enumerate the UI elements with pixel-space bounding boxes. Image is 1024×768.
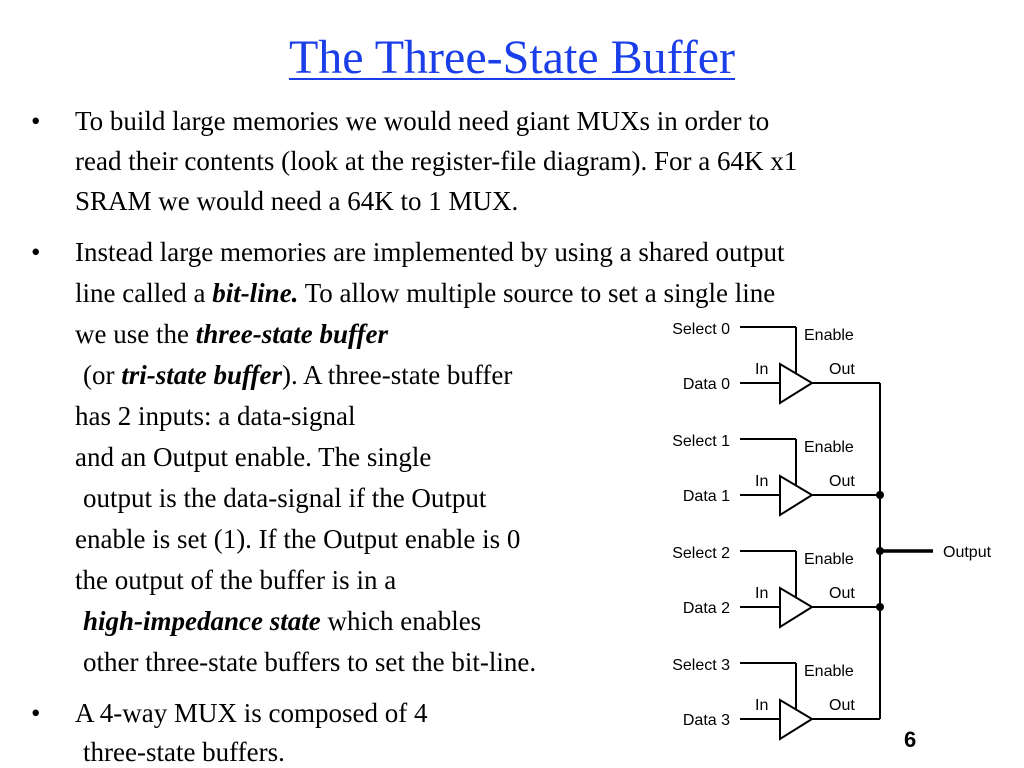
in-0-label: In <box>755 361 768 378</box>
text-run: To allow multiple source to set a single… <box>298 278 776 308</box>
bullet-2-line-2: line called a bit-line. To allow multipl… <box>75 273 775 314</box>
data-3-label: Data 3 <box>683 712 730 729</box>
data-1-label: Data 1 <box>683 488 730 505</box>
buffer-2 <box>740 550 880 629</box>
select-1-label: Select 1 <box>672 433 730 450</box>
in-2-label: In <box>755 585 768 602</box>
text-run: ). A three-state buffer <box>281 360 513 390</box>
term-three-state-buffer: three-state buffer <box>195 319 388 349</box>
bullet-2-line-11: other three-state buffers to set the bit… <box>83 647 537 677</box>
buffer-1 <box>740 438 880 517</box>
data-2-label: Data 2 <box>683 600 730 617</box>
page-number: 6 <box>904 727 917 752</box>
text-run: line called a <box>75 278 213 308</box>
term-high-impedance-state: high-impedance state <box>83 606 321 636</box>
out-2-label: Out <box>829 585 855 602</box>
bullet-2-line-9: the output of the buffer is in a <box>75 565 397 595</box>
out-1-label: Out <box>829 473 855 490</box>
bullet-2-line-8: enable is set (1). If the Output enable … <box>75 524 521 554</box>
text-run: (or <box>83 360 122 390</box>
select-3-label: Select 3 <box>672 657 730 674</box>
bullet-2-line-10: high-impedance state which enables <box>83 601 481 642</box>
out-3-label: Out <box>829 697 855 714</box>
enable-2-label: Enable <box>804 551 854 568</box>
term-bit-line: bit-line. <box>212 278 299 308</box>
junction-dots <box>876 491 884 611</box>
slide-title: The Three-State Buffer <box>288 31 736 84</box>
bullet-2-line-6: and an Output enable. The single <box>75 442 432 472</box>
bullet-2-line-3: we use the three-state buffer <box>75 314 388 355</box>
bullet-1-line-1: To build large memories we would need gi… <box>75 106 770 136</box>
bullet-3-line-1: A 4-way MUX is composed of 4 <box>75 698 428 728</box>
bullet-2-line-4: (or tri-state buffer). A three-state buf… <box>83 355 512 396</box>
in-3-label: In <box>755 697 768 714</box>
bullet-3-line-2: three-state buffers. <box>83 737 285 767</box>
select-2-label: Select 2 <box>672 545 730 562</box>
enable-3-label: Enable <box>804 663 854 680</box>
bullet-marker: • <box>31 237 41 267</box>
bullet-marker: • <box>31 106 41 136</box>
text-run: we use the <box>75 319 196 349</box>
bullet-marker: • <box>31 698 41 728</box>
buffer-3 <box>740 662 880 741</box>
enable-0-label: Enable <box>804 327 854 344</box>
text-run: which enables <box>320 606 482 636</box>
out-0-label: Out <box>829 361 855 378</box>
data-0-label: Data 0 <box>683 376 730 393</box>
in-1-label: In <box>755 473 768 490</box>
select-0-label: Select 0 <box>672 321 730 338</box>
buffer-0 <box>740 326 880 405</box>
bullet-2-line-5: has 2 inputs: a data-signal <box>75 401 356 431</box>
bullet-1-line-2: read their contents (look at the registe… <box>75 146 798 176</box>
enable-1-label: Enable <box>804 439 854 456</box>
bullet-2-line-1: Instead large memories are implemented b… <box>75 237 785 267</box>
tri-state-mux-diagram: Select 0 Enable In Out Data 0 Select 1 E… <box>672 321 992 741</box>
output-label: Output <box>943 544 992 561</box>
bullet-2-line-7: output is the data-signal if the Output <box>83 483 487 513</box>
bullet-1-line-3: SRAM we would need a 64K to 1 MUX. <box>75 186 519 216</box>
term-tri-state-buffer: tri-state buffer <box>121 360 282 390</box>
